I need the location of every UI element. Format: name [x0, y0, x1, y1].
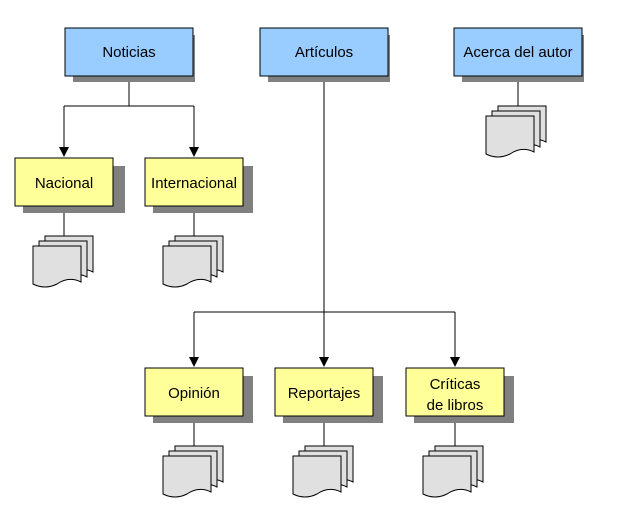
node-articulos-label: Artículos: [295, 44, 353, 61]
document-stack-icon-reportajes: [292, 445, 354, 498]
node-noticias: Noticias: [64, 27, 195, 82]
node-internacional: Internacional: [144, 157, 253, 213]
document-stack-icon-criticas: [422, 445, 484, 498]
node-acerca-del-autor: Acerca del autor: [453, 27, 584, 82]
node-criticas-label-line1: Críticas: [430, 376, 481, 393]
node-criticas-de-libros: Críticas de libros: [405, 367, 514, 423]
node-internacional-label: Internacional: [151, 175, 237, 192]
node-opinion: Opinión: [144, 367, 253, 423]
node-opinion-label: Opinión: [168, 385, 220, 402]
node-acerca-label: Acerca del autor: [463, 44, 572, 61]
node-nacional-label: Nacional: [35, 175, 93, 192]
document-stack-icon-nacional: [32, 235, 94, 288]
document-stack-icon-opinion: [162, 445, 224, 498]
node-nacional: Nacional: [14, 157, 125, 213]
document-stack-icon-acerca: [485, 105, 547, 158]
document-stack-icon-internacional: [162, 235, 224, 288]
node-reportajes: Reportajes: [274, 367, 383, 423]
node-reportajes-label: Reportajes: [288, 385, 361, 402]
node-articulos: Artículos: [259, 27, 390, 82]
node-noticias-label: Noticias: [102, 44, 155, 61]
node-criticas-label-line2: de libros: [427, 397, 484, 414]
